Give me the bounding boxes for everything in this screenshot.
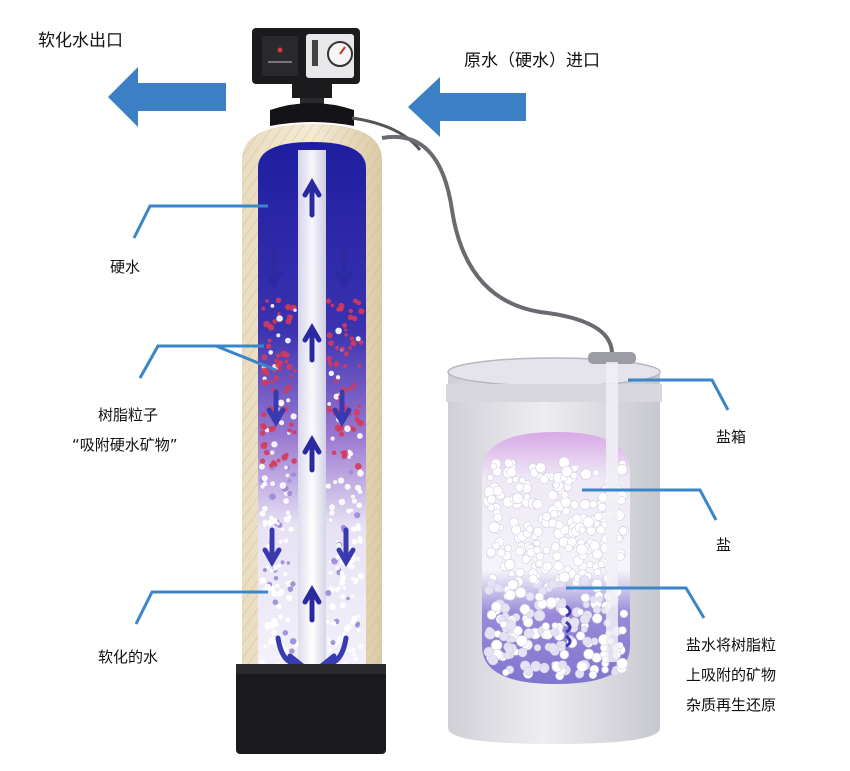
salt-label: 盐	[716, 536, 732, 554]
leader-regen	[566, 586, 706, 619]
leader-softened	[134, 590, 268, 625]
resin-label-line1: 树脂粒子	[98, 406, 159, 424]
resin-label: 树脂粒子 “吸附硬水矿物”	[72, 400, 178, 460]
regeneration-label-line3: 杂质再生还原	[686, 696, 777, 714]
brine-tank	[446, 352, 662, 744]
raw-water-inlet-label: 原水（硬水）进口	[464, 51, 600, 71]
brine-hose	[381, 134, 614, 353]
outlet-arrow	[108, 67, 226, 127]
inlet-arrow	[408, 77, 526, 137]
regeneration-label-line1: 盐水将树脂粒	[686, 636, 777, 654]
salt-pellets	[482, 456, 630, 681]
softened-water-label: 软化的水	[98, 648, 159, 666]
up-arrows	[302, 178, 322, 623]
regeneration-label: 盐水将树脂粒 上吸附的矿物 杂质再生还原	[686, 630, 776, 720]
leader-salt	[582, 488, 718, 521]
leader-hard-water	[132, 204, 268, 239]
leader-salt-box	[628, 378, 730, 411]
regeneration-label-line2: 上吸附的矿物	[686, 666, 777, 684]
resin-tank	[236, 124, 386, 754]
hard-water-label: 硬水	[110, 258, 141, 276]
leader-lines	[132, 204, 730, 625]
leader-resin	[138, 344, 277, 379]
salt-box-label: 盐箱	[716, 428, 747, 446]
resin-label-line2: “吸附硬水矿物”	[72, 436, 178, 454]
soft-water-outlet-label: 软化水出口	[38, 31, 123, 51]
control-valve	[252, 28, 422, 151]
